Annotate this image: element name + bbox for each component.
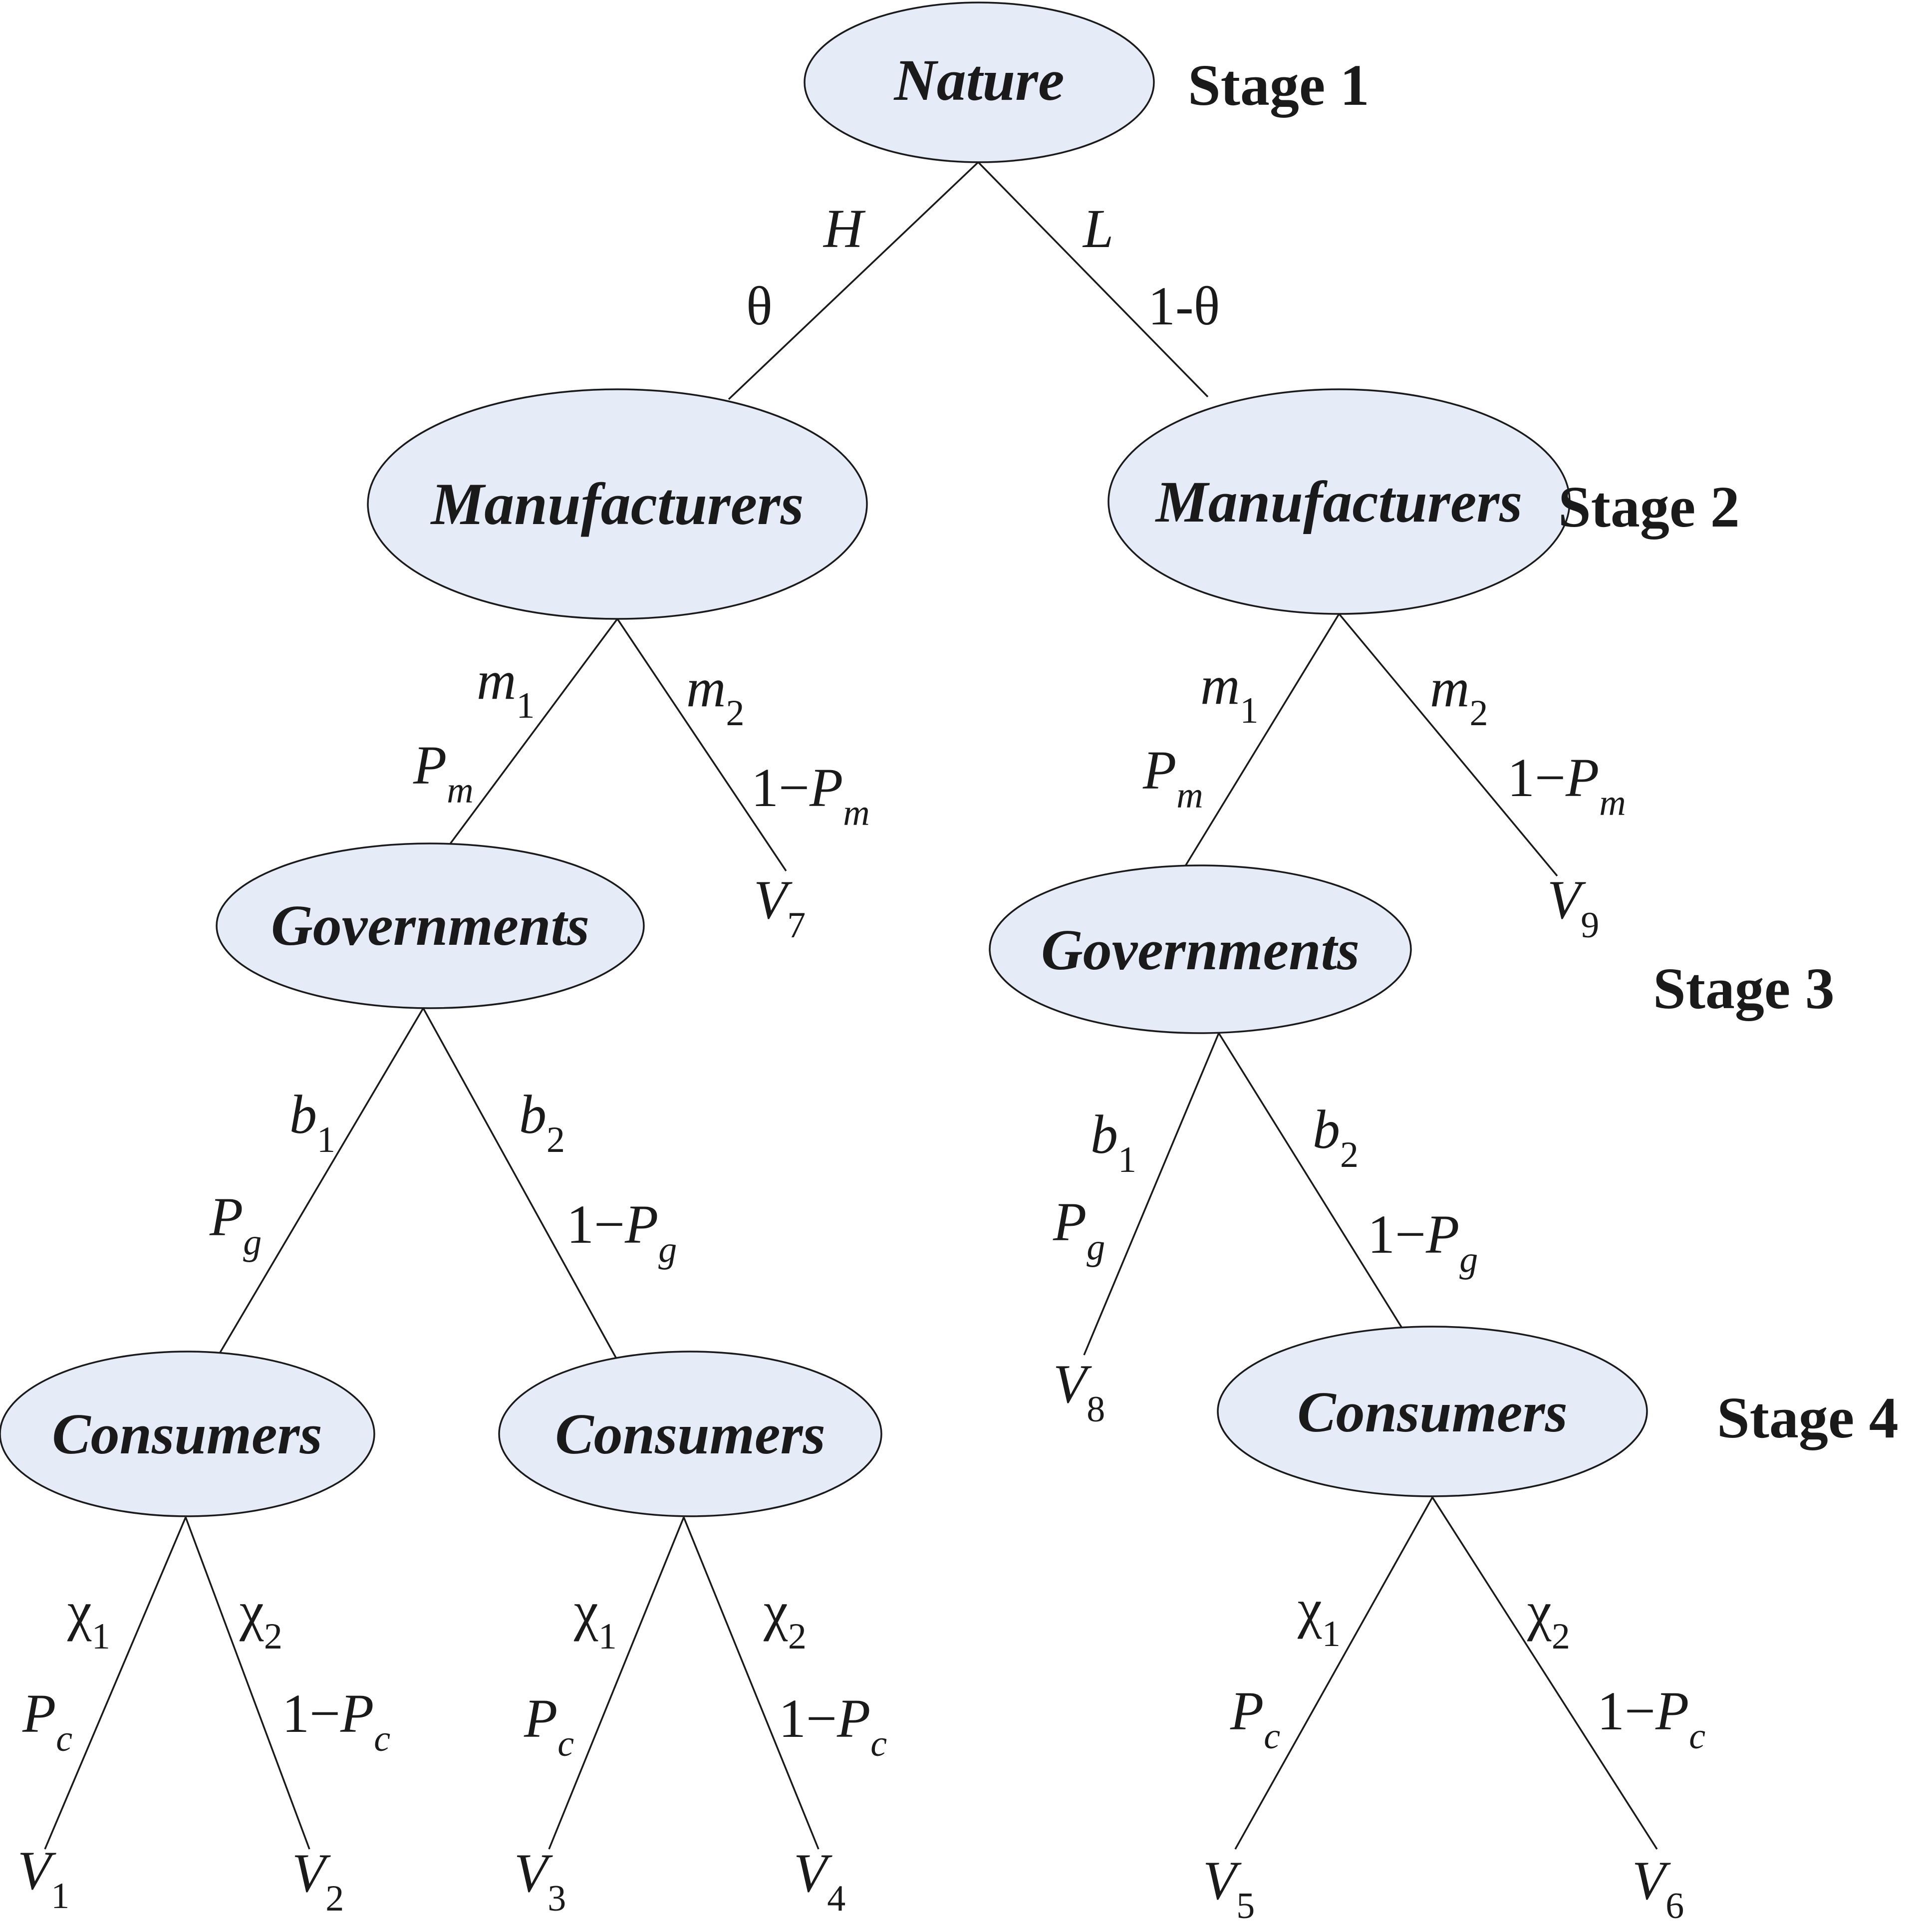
edge-label-chi1-c2: χ1 <box>573 1581 617 1657</box>
edge-label-m2-left: m2 <box>686 657 744 734</box>
payoff-v2: V2 <box>292 1843 344 1919</box>
payoff-v6: V6 <box>1632 1850 1684 1927</box>
node-manufacturers-h-label: Manufacturers <box>430 471 804 537</box>
edge-label-pm-left: Pm <box>413 735 474 811</box>
node-governments-h: Governments <box>216 842 645 1009</box>
node-manufacturers-l-label: Manufacturers <box>1155 469 1522 535</box>
edge-label-one-minus-pm-right: 1−Pm <box>1507 747 1626 824</box>
edge-ml-m2 <box>1338 613 1558 877</box>
edge-c1-x1 <box>44 1517 187 1850</box>
edge-label-chi1-c3: χ1 <box>1297 1578 1341 1655</box>
edge-label-pc-c1: Pc <box>22 1683 72 1759</box>
node-nature: Nature <box>804 1 1155 163</box>
node-nature-label: Nature <box>893 47 1065 113</box>
stage-3-label: Stage 3 <box>1653 956 1835 1021</box>
edge-label-one-minus-pc-c3: 1−Pc <box>1597 1680 1705 1757</box>
node-manufacturers-l: Manufacturers <box>1107 388 1571 615</box>
node-consumers-b2: Consumers <box>498 1351 882 1517</box>
edge-label-pg-left: Pg <box>209 1186 262 1263</box>
edge-gh-b1 <box>216 1008 424 1358</box>
stage-2-label: Stage 2 <box>1558 474 1740 540</box>
edge-label-one-minus-pg-left: 1−Pg <box>566 1194 677 1270</box>
edge-label-one-minus-pg-right: 1−Pg <box>1368 1204 1478 1280</box>
edge-label-one-minus-pc-c1: 1−Pc <box>282 1683 390 1759</box>
node-governments-l: Governments <box>989 864 1412 1034</box>
node-governments-l-label: Governments <box>1041 918 1360 982</box>
edge-gh-b2 <box>422 1008 622 1368</box>
edge-label-chi2-c2: χ2 <box>763 1581 807 1657</box>
edge-c2-x1 <box>548 1517 685 1850</box>
node-consumers-b2-label: Consumers <box>555 1402 825 1466</box>
edge-label-one-minus-pc-c2: 1−Pc <box>779 1688 887 1764</box>
edge-label-theta: θ <box>746 276 773 336</box>
edge-label-chi2-c1: χ2 <box>239 1581 282 1657</box>
node-manufacturers-h: Manufacturers <box>367 388 868 620</box>
edge-mh-m1 <box>446 618 618 849</box>
payoff-v9: V9 <box>1547 869 1599 946</box>
node-consumers-l-label: Consumers <box>1297 1380 1568 1444</box>
edge-nature-h <box>728 161 979 400</box>
edge-c1-x2 <box>185 1517 310 1850</box>
edge-c2-x2 <box>683 1517 820 1850</box>
payoff-v8: V8 <box>1053 1354 1105 1430</box>
edge-label-pc-c3: Pc <box>1230 1680 1280 1757</box>
payoff-v4: V4 <box>794 1843 845 1919</box>
edge-label-m2-right: m2 <box>1430 657 1488 734</box>
edge-nature-l <box>977 161 1209 398</box>
edge-label-pm-right: Pm <box>1142 740 1203 816</box>
node-consumers-b1: Consumers <box>0 1351 375 1517</box>
node-consumers-b1-label: Consumers <box>52 1402 322 1466</box>
edge-c3-x2 <box>1431 1497 1658 1850</box>
edge-gl-b2 <box>1218 1033 1407 1336</box>
edge-label-m1-left: m1 <box>477 650 535 726</box>
edge-label-chi2-c3: χ2 <box>1527 1581 1570 1657</box>
stage-4-label: Stage 4 <box>1717 1385 1899 1450</box>
edge-label-chi1-c1: χ1 <box>67 1581 110 1657</box>
edge-label-one-minus-pm-left: 1−Pm <box>751 757 870 833</box>
tree-edges <box>44 161 1658 1850</box>
payoff-v3: V3 <box>514 1843 566 1919</box>
edge-label-l: L <box>1082 198 1113 259</box>
edge-gl-b1 <box>1083 1033 1220 1356</box>
edge-label-h: H <box>823 198 866 259</box>
payoff-v1: V1 <box>17 1840 69 1917</box>
edge-label-b2-left: b2 <box>519 1084 565 1160</box>
edge-c3-x1 <box>1234 1497 1433 1850</box>
node-consumers-l: Consumers <box>1217 1326 1648 1497</box>
node-governments-h-label: Governments <box>271 894 589 958</box>
payoff-v5: V5 <box>1203 1850 1255 1927</box>
edge-label-b1-left: b1 <box>289 1084 335 1160</box>
edge-ml-m1 <box>1184 613 1340 866</box>
payoff-v7: V7 <box>754 869 806 946</box>
stage-1-label: Stage 1 <box>1188 52 1370 118</box>
edge-label-pc-c2: Pc <box>524 1688 574 1764</box>
edge-label-b2-right: b2 <box>1313 1099 1359 1175</box>
edge-label-m1-right: m1 <box>1200 655 1258 731</box>
edge-mh-m2 <box>616 618 787 871</box>
edge-label-b1-right: b1 <box>1091 1104 1136 1180</box>
edge-label-pg-right: Pg <box>1053 1191 1105 1268</box>
edge-label-one-minus-theta: 1-θ <box>1148 276 1220 336</box>
